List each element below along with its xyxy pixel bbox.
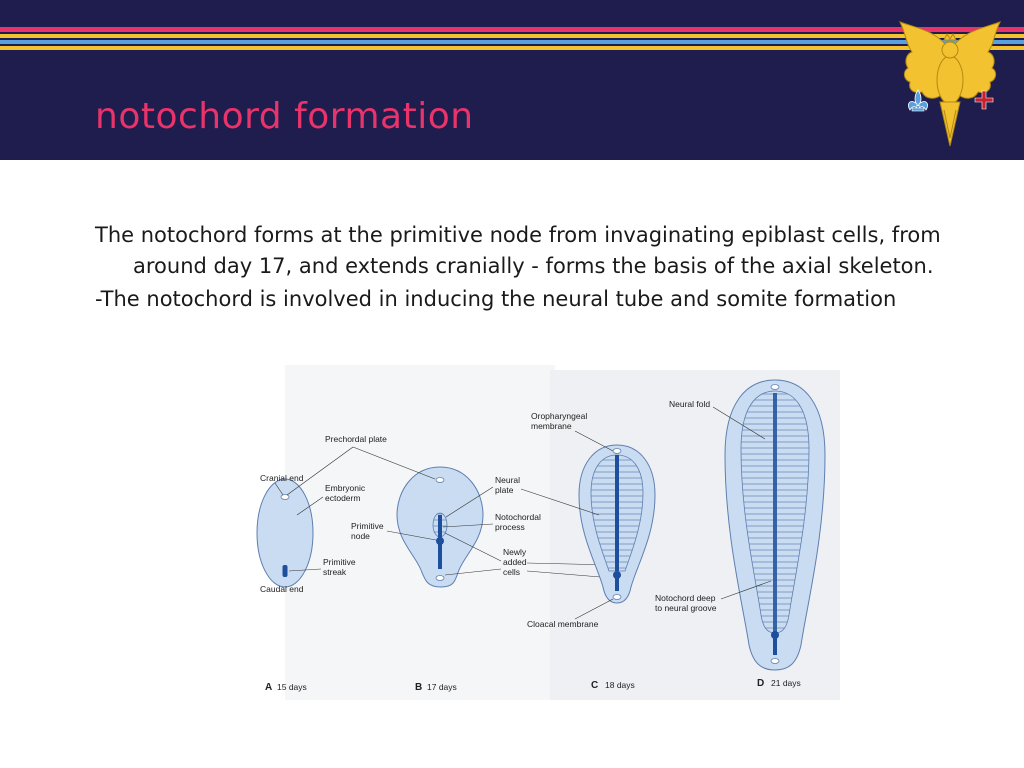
label-neural-plate-2: plate xyxy=(495,485,514,495)
label-primitive-node-1: Primitive xyxy=(351,521,384,531)
label-newly-added-cells-3: cells xyxy=(503,567,520,577)
label-neural-fold: Neural fold xyxy=(669,399,710,409)
header-stripe-blue xyxy=(0,40,1024,44)
primitive-streak-d xyxy=(773,637,777,655)
label-primitive-node-2: node xyxy=(351,531,370,541)
oropharyngeal-membrane-c xyxy=(612,448,622,454)
header-stripe-gold xyxy=(0,34,1024,38)
paragraph-1-line-1: The notochord forms at the primitive nod… xyxy=(95,223,941,247)
panel-d: Neural fold Notochord deep to neural gro… xyxy=(655,379,826,689)
label-neural-plate-1: Neural xyxy=(495,475,520,485)
panel-a-caption: 15 days xyxy=(277,682,307,692)
panel-c-letter: C xyxy=(591,680,598,691)
oropharyngeal-membrane-d xyxy=(770,384,780,390)
label-notochordal-process-1: Notochordal xyxy=(495,512,541,522)
slide-header: notochord formation xyxy=(0,0,1024,160)
notochordal-process-b xyxy=(438,515,442,539)
label-notochord-deep-1: Notochord deep xyxy=(655,593,716,603)
cloacal-membrane-c xyxy=(612,594,622,600)
header-stripe-pink xyxy=(0,27,1024,32)
label-oropharyngeal-1: Oropharyngeal xyxy=(531,411,587,421)
embryo-a xyxy=(256,478,314,588)
label-newly-added-cells-2: added xyxy=(503,557,527,567)
notochord-diagram: Cranial end Embryonic ectoderm Primitive… xyxy=(245,365,845,700)
panel-a: Cranial end Embryonic ectoderm Primitive… xyxy=(256,473,366,693)
eagle-crest-logo xyxy=(898,21,1002,147)
primitive-streak-c xyxy=(615,577,619,591)
label-cloacal-membrane: Cloacal membrane xyxy=(527,619,599,629)
label-notochord-deep-2: to neural groove xyxy=(655,603,717,613)
prechordal-plate-b xyxy=(435,477,445,483)
primitive-streak-a xyxy=(282,565,288,577)
paragraph-2: -The notochord is involved in inducing t… xyxy=(95,287,897,311)
header-stripe-gold-2 xyxy=(0,46,1024,50)
label-caudal-end: Caudal end xyxy=(260,584,304,594)
notochord-d xyxy=(773,393,777,633)
panel-d-letter: D xyxy=(757,678,764,689)
label-oropharyngeal-2: membrane xyxy=(531,421,572,431)
slide-body: The notochord forms at the primitive nod… xyxy=(95,220,955,315)
panel-c-caption: 18 days xyxy=(605,680,635,690)
panel-d-caption: 21 days xyxy=(771,678,801,688)
label-primitive-streak-1: Primitive xyxy=(323,557,356,567)
label-embryonic-ectoderm-2: ectoderm xyxy=(325,493,360,503)
panel-b: Prechordal plate Primitive node Neural p… xyxy=(286,434,614,693)
notochord-c xyxy=(615,455,619,571)
label-prechordal-plate: Prechordal plate xyxy=(325,434,387,444)
cloacal-membrane-d xyxy=(770,658,780,664)
label-newly-added-cells-1: Newly xyxy=(503,547,527,557)
panel-c: Oropharyngeal membrane Cloacal membrane … xyxy=(520,411,656,691)
label-notochordal-process-2: process xyxy=(495,522,525,532)
label-embryonic-ectoderm-1: Embryonic xyxy=(325,483,366,493)
paragraph-1-line-2: around day 17, and extends cranially - f… xyxy=(133,254,934,278)
paragraph-1: The notochord forms at the primitive nod… xyxy=(95,220,955,282)
slide-title: notochord formation xyxy=(95,96,474,137)
panel-b-caption: 17 days xyxy=(427,682,457,692)
notochord-diagram-svg: Cranial end Embryonic ectoderm Primitive… xyxy=(256,365,840,700)
cloacal-membrane-b xyxy=(435,575,445,581)
panel-b-letter: B xyxy=(415,682,422,693)
primitive-streak-b xyxy=(438,543,442,569)
prechordal-plate-a xyxy=(280,494,290,500)
label-primitive-streak-2: streak xyxy=(323,567,347,577)
panel-a-letter: A xyxy=(265,682,272,693)
label-cranial-end: Cranial end xyxy=(260,473,304,483)
